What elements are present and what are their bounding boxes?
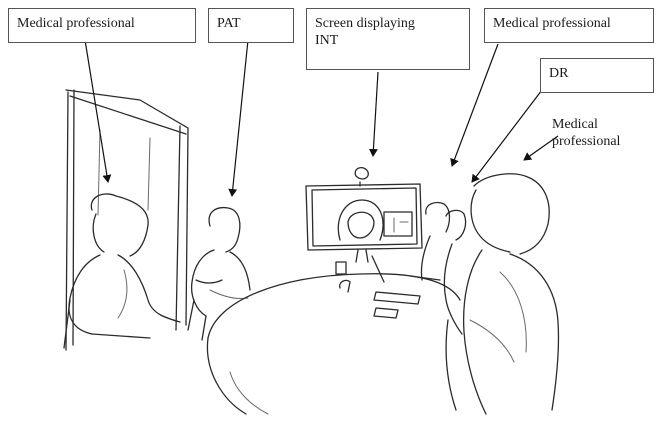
label-medical-professional-left: Medical professional: [8, 8, 196, 43]
label-medical-professional-bottom-right: Medical professional: [552, 117, 621, 149]
person-left-sketch: [63, 193, 181, 349]
person-pat-sketch: [187, 206, 251, 341]
label-medical-professional-right: Medical professional: [484, 8, 654, 43]
label-screen-displaying-int: Screen displaying INT: [306, 8, 470, 70]
screen-sketch: [305, 166, 423, 263]
annotation-arrows: [84, 39, 559, 197]
table-sketch: [206, 255, 461, 415]
label-pat: PAT: [208, 8, 294, 43]
window-sketch: [65, 89, 189, 351]
persons-right-sketch: [420, 173, 560, 415]
label-dr: DR: [540, 58, 654, 93]
